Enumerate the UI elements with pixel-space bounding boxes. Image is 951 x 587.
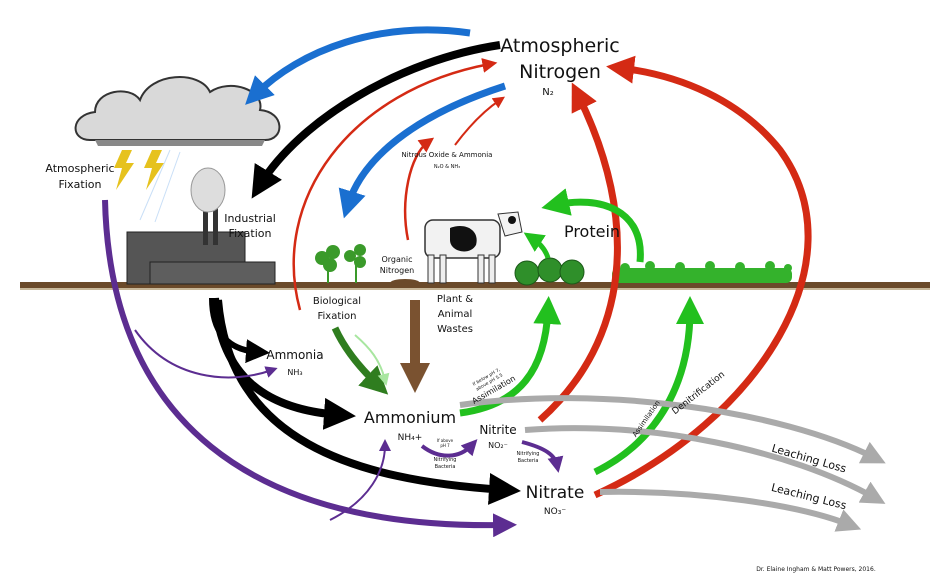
atmospheric-nitrogen-label: Atmospheric: [500, 35, 619, 57]
arrow-protein-small: [523, 232, 551, 259]
arrow-leaching-nitrate: [599, 488, 862, 532]
ammonia-formula: NH₃: [287, 368, 302, 377]
lightning-icon: [114, 150, 164, 190]
arrow-industrial-to-nitrate: [214, 299, 521, 505]
lettuce-icon: [514, 257, 585, 286]
n2-formula: N₂: [542, 87, 554, 98]
ammonium-formula: NH₄+: [398, 433, 423, 443]
arrow-industrial-fixation-black: [251, 41, 501, 199]
ammonium-label: Ammonium: [364, 408, 456, 427]
credit-label: Dr. Elaine Ingham & Matt Powers, 2016.: [756, 566, 876, 573]
arrow-purple-to-ammonium: [329, 439, 391, 521]
nitrate-formula: NO₃⁻: [544, 507, 566, 517]
wastes-label-3: Wastes: [437, 324, 473, 335]
factory-icon: [126, 167, 276, 285]
arrow-purple-to-ammonia: [134, 329, 278, 379]
nitrifying-bacteria-label: Nitrifying: [434, 457, 457, 463]
arrow-light-green: [354, 334, 390, 386]
atmospheric-fixation-label-2: Fixation: [59, 178, 102, 191]
nitrifying-bacteria-label-2: Bacteria: [435, 464, 456, 470]
grass-icon: [612, 261, 792, 283]
cloud-icon: [74, 76, 281, 146]
nitrous-oxide-formula: N₂O & NH₃: [434, 164, 460, 170]
arrow-ammonium-assimilation: [459, 296, 562, 417]
organic-nitrogen-label: Organic: [381, 255, 412, 264]
arrow-red-organic: [404, 137, 435, 241]
arrow-leaching-ammonium: [459, 395, 886, 464]
manure-icon: [390, 279, 420, 287]
nitrate-label: Nitrate: [526, 483, 585, 503]
nitrite-label: Nitrite: [479, 423, 516, 437]
arrow-ammonium-to-nitrite: [420, 439, 478, 458]
ph-above-label-2: pH 7: [440, 443, 450, 448]
protein-label: Protein: [564, 222, 620, 241]
ammonia-label: Ammonia: [266, 348, 323, 362]
organic-nitrogen-label-2: Nitrogen: [380, 266, 414, 275]
nitrifying-bacteria-label-b: Nitrifying: [517, 451, 540, 457]
nitrifying-bacteria-label-b2: Bacteria: [518, 458, 539, 464]
arrow-leaching-nitrite: [524, 425, 886, 504]
arrow-red-nitrous: [454, 96, 505, 146]
nitrous-oxide-label: Nitrous Oxide & Ammonia: [402, 151, 493, 159]
arrow-protein: [541, 188, 644, 263]
nitrite-formula: NO₂⁻: [488, 441, 508, 450]
arrow-red-thin-to-n2: [292, 58, 498, 311]
industrial-fixation-label: Industrial: [224, 212, 276, 225]
arrow-biological-fixation-blue: [338, 82, 507, 219]
clover-icon: [315, 244, 366, 283]
arrow-nitrite-to-nitrate: [521, 440, 564, 473]
biological-fixation-label: Biological: [313, 296, 361, 307]
atmospheric-nitrogen-label-2: Nitrogen: [519, 61, 601, 83]
arrow-denitrification-nitrite: [537, 82, 621, 423]
ph-above-label: If above: [437, 438, 454, 443]
wastes-label-2: Animal: [438, 309, 473, 320]
soil-surface: [20, 282, 930, 288]
biological-fixation-label-2: Fixation: [317, 311, 356, 322]
industrial-fixation-label-2: Fixation: [229, 227, 272, 240]
arrow-atmospheric-fixation-blue: [245, 26, 471, 105]
cow-icon: [424, 211, 523, 284]
arrow-atmospheric-fixation-to-nitrate: [102, 199, 517, 538]
arrow-denitrification-nitrate: [593, 55, 812, 499]
atmospheric-fixation-label: Atmospheric: [45, 162, 114, 175]
wastes-label: Plant &: [437, 294, 473, 305]
arrow-biological-to-ammonium: [331, 326, 389, 395]
